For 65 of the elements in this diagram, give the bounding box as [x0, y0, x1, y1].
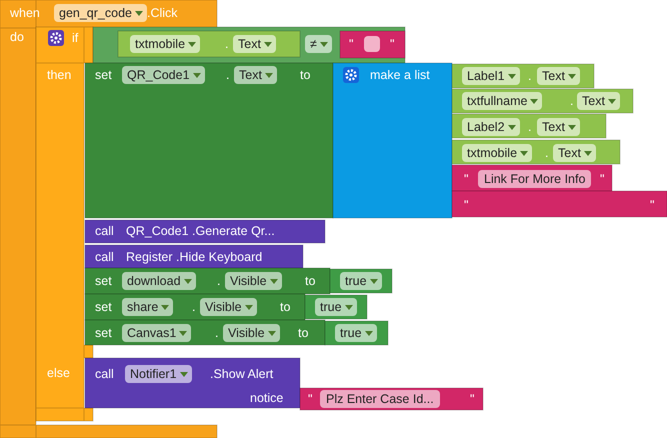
block-label: do	[10, 29, 24, 46]
dropdown: Visible	[200, 298, 257, 316]
dropdown: true	[340, 272, 382, 290]
dropdown: true	[335, 324, 377, 342]
dropdown: Text	[537, 67, 580, 85]
dropdown: Canvas1	[122, 324, 192, 342]
text-value: Plz Enter Case Id...	[320, 390, 440, 408]
block-label: "	[464, 197, 468, 214]
block-label: .	[226, 67, 230, 84]
dropdown: Notifier1	[125, 365, 192, 383]
text-value: Link For More Info	[478, 170, 592, 188]
block-label: "	[600, 171, 604, 188]
block-label: notice	[250, 390, 284, 407]
dropdown: Text	[553, 144, 596, 162]
dropdown: txtfullname	[462, 92, 542, 110]
block-label: to	[305, 273, 316, 290]
block-label: .	[528, 68, 532, 85]
dropdown: true	[315, 298, 357, 316]
block-label: set	[95, 67, 112, 84]
dropdown: ≠	[305, 35, 332, 53]
block-label: QR_Code1 .Generate Qr...	[126, 223, 275, 240]
block-label: set	[95, 325, 112, 342]
dropdown: Label1	[462, 67, 520, 85]
block-label: .	[570, 93, 574, 110]
block-label: .	[545, 145, 548, 162]
block-label: to	[298, 325, 308, 342]
dropdown: Text	[233, 35, 276, 53]
block-label: call	[95, 249, 114, 266]
dropdown: QR_Code1	[122, 66, 205, 84]
dropdown: Visible	[223, 324, 280, 342]
block-label: to	[280, 299, 290, 316]
block-label: .	[217, 273, 220, 290]
block-label: else	[47, 365, 70, 382]
block-label: .	[192, 299, 196, 316]
dropdown: Text	[577, 92, 620, 110]
block-label: then	[47, 67, 72, 84]
block-label: .Click	[147, 5, 178, 22]
block-label: "	[308, 391, 312, 408]
dropdown: Label2	[462, 118, 520, 136]
dropdown: gen_qr_code	[54, 4, 147, 22]
block-label: "	[650, 197, 654, 214]
block-label: set	[95, 273, 112, 290]
block-label: to	[300, 67, 310, 84]
block-label: make a list	[370, 67, 430, 84]
block-label: Register .Hide Keyboard	[126, 249, 262, 266]
block-label: "	[390, 36, 394, 53]
block-label: .	[225, 36, 228, 53]
block-label: when	[10, 5, 40, 22]
dropdown: txtmobile	[130, 35, 200, 53]
block-label: "	[464, 171, 468, 188]
block-label: call	[95, 223, 114, 240]
dropdown: download	[122, 272, 196, 290]
dropdown: Visible	[225, 272, 282, 290]
block-label: .	[528, 119, 532, 136]
block-label: "	[470, 391, 474, 408]
block-label: .	[215, 325, 218, 342]
dropdown: share	[122, 298, 174, 316]
dropdown: txtmobile	[462, 144, 532, 162]
block-label: .Show Alert	[210, 366, 274, 383]
block-label: set	[95, 299, 112, 316]
dropdown: Text	[234, 66, 277, 84]
dropdown: Text	[537, 118, 580, 136]
block-label: if	[72, 30, 78, 47]
block-label: "	[349, 36, 354, 53]
block-label: call	[95, 366, 114, 383]
